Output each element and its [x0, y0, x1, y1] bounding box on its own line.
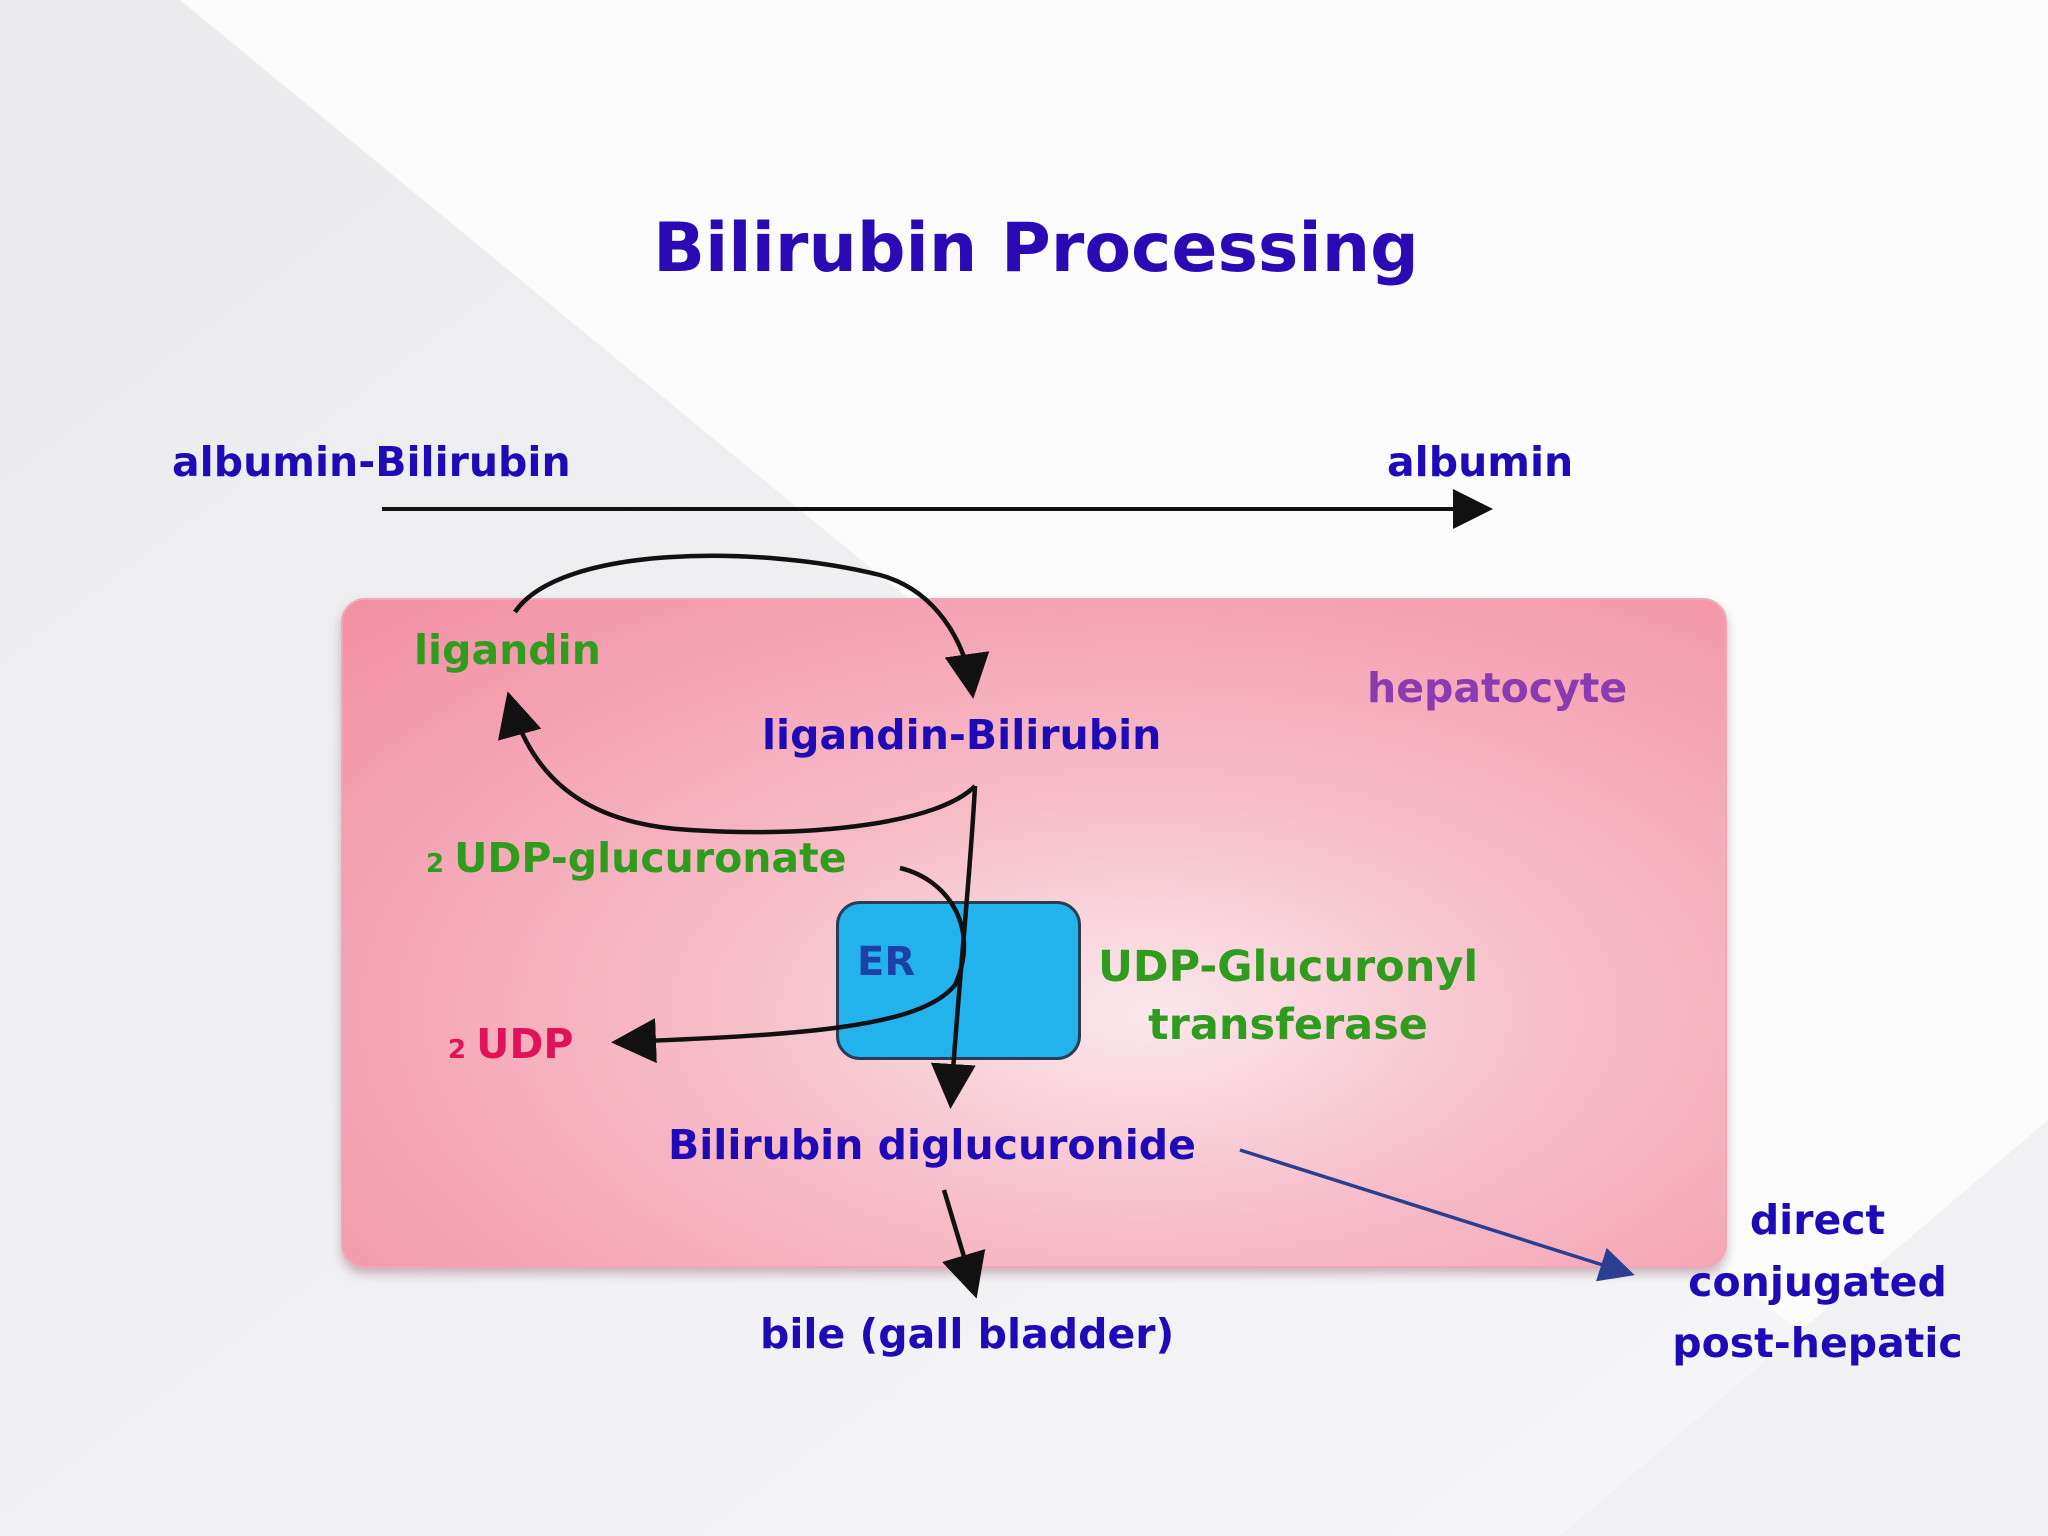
direct-conjugated-label: direct conjugated post-hepatic [1660, 1190, 1975, 1375]
bile-excretion-arrow [941, 1189, 986, 1299]
udp-glucuronate-count: 2 [426, 849, 445, 879]
udp-text: UDP [476, 1020, 574, 1068]
ligandin-bilirubin-label: ligandin-Bilirubin [762, 711, 1162, 759]
udp-count: 2 [448, 1035, 467, 1065]
ligandin-return-arrow [497, 691, 977, 835]
enzyme-label-line-1: UDP-Glucuronyl [1098, 942, 1479, 992]
bile-label: bile (gall bladder) [760, 1310, 1175, 1358]
direct-line-2: conjugated [1688, 1257, 1947, 1306]
export-arrow [1239, 1148, 1635, 1282]
er-label: ER [857, 939, 916, 985]
page-title: Bilirubin Processing [653, 209, 1419, 288]
direct-line-1: direct [1749, 1196, 1886, 1244]
enzyme-label: UDP-Glucuronyl transferase [1098, 938, 1478, 1054]
bilirubin-diglucuronide-label: Bilirubin diglucuronide [668, 1121, 1196, 1169]
udp-glucuronate-label: 2 UDP-glucuronate [426, 834, 847, 882]
hepatocyte-label: hepatocyte [1367, 664, 1628, 712]
udp-label: 2 UDP [448, 1020, 574, 1068]
udp-glucuronate-text: UDP-glucuronate [454, 834, 847, 882]
albumin-bilirubin-label: albumin-Bilirubin [172, 438, 571, 486]
albumin-label: albumin [1387, 438, 1574, 486]
direct-line-3: post-hepatic [1672, 1319, 1963, 1367]
enzyme-label-line-2: transferase [1148, 1000, 1428, 1051]
ligandin-binding-arrow [513, 553, 990, 699]
udp-release-arrow [611, 865, 967, 1064]
ligandin-label: ligandin [414, 626, 601, 674]
